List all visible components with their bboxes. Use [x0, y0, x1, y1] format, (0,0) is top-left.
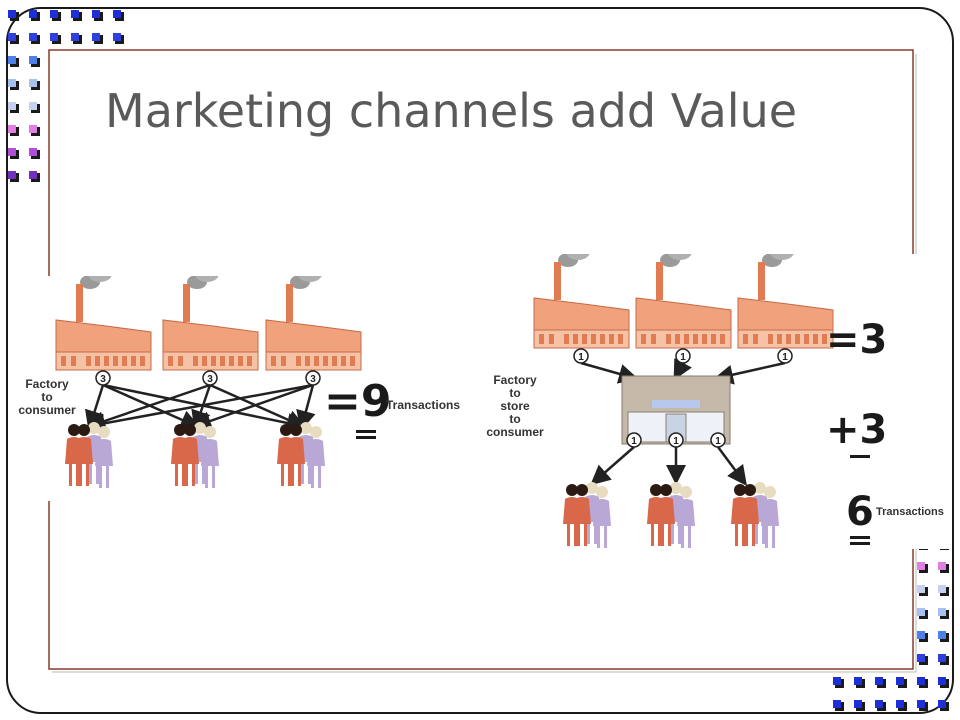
transaction-badge-number: 1	[578, 352, 584, 363]
transaction-arrows	[580, 358, 786, 487]
consumer-group	[647, 482, 695, 548]
person-icon	[95, 426, 113, 488]
person-icon	[181, 424, 199, 486]
transaction-arrow	[716, 446, 747, 487]
store-building: 1 1 1	[621, 375, 731, 448]
slide-title: Marketing channels add Value	[105, 84, 798, 138]
transaction-badge	[573, 348, 589, 364]
transaction-arrow	[85, 384, 105, 431]
store-sign	[652, 400, 700, 408]
person-icon	[741, 484, 759, 546]
transaction-arrow	[85, 383, 211, 431]
transaction-badge-number: 1	[631, 436, 637, 447]
right-bottom-underline	[850, 455, 870, 458]
right-total-underline	[850, 536, 870, 539]
right-top-count: =3	[826, 317, 888, 363]
transaction-badge	[777, 348, 793, 364]
transaction-arrow	[85, 383, 314, 434]
left-total-underline	[356, 430, 376, 433]
transaction-arrows	[85, 383, 316, 434]
factory-icon: 1	[635, 254, 732, 364]
factory-icon: 3	[55, 276, 152, 386]
transaction-arrow	[296, 384, 316, 431]
factory-to-store-to-consumer-diagram: 1 1 1 1 1 1	[482, 254, 952, 549]
consumer-group	[277, 422, 325, 488]
transaction-badge	[305, 370, 321, 386]
consumer-group	[171, 422, 219, 488]
transaction-badge	[95, 370, 111, 386]
person-icon	[201, 426, 219, 488]
person-icon	[657, 484, 675, 546]
transaction-badge	[710, 432, 726, 448]
person-icon	[573, 484, 591, 546]
transaction-arrow	[590, 446, 635, 486]
slide-rounded-border	[6, 7, 954, 714]
transaction-badge-number: 3	[207, 374, 213, 385]
factory-icon: 1	[533, 254, 630, 364]
transaction-badge-number: 1	[680, 352, 686, 363]
transaction-arrow	[191, 383, 314, 431]
factory-icon: 1	[737, 254, 834, 364]
consumer-group	[563, 482, 611, 548]
right-diagram-label: Factory to store to consumer	[486, 373, 544, 439]
person-icon	[75, 424, 93, 486]
right-bottom-count: +3	[826, 407, 888, 453]
person-icon	[287, 424, 305, 486]
factory-icon: 3	[265, 276, 362, 386]
decorative-squares-bottom-right	[833, 539, 949, 711]
transaction-badge	[626, 432, 642, 448]
consumer-group	[65, 422, 113, 488]
left-total-count: =9	[324, 376, 392, 427]
transaction-badge	[202, 370, 218, 386]
transaction-badge-number: 3	[100, 374, 106, 385]
right-total-label: Transactions	[876, 506, 944, 518]
transaction-badge-number: 1	[673, 436, 679, 447]
transaction-badge-number: 1	[782, 352, 788, 363]
transaction-badge	[675, 348, 691, 364]
consumer-group	[731, 482, 779, 548]
transaction-arrow	[673, 358, 692, 381]
left-diagram-label: Factory to consumer	[18, 377, 76, 417]
transaction-badge-number: 3	[310, 374, 316, 385]
transaction-badge-number: 1	[715, 436, 721, 447]
factory-icon: 3	[162, 276, 259, 386]
transaction-badge	[668, 432, 684, 448]
person-icon	[593, 486, 611, 548]
person-icon	[677, 486, 695, 548]
person-icon	[761, 486, 779, 548]
right-total-count: 6	[846, 489, 874, 535]
decorative-squares-top-left	[8, 10, 124, 182]
left-total-label: Transactions	[386, 398, 461, 412]
factory-to-consumer-diagram: 3 3 3	[8, 276, 468, 501]
person-icon	[307, 426, 325, 488]
